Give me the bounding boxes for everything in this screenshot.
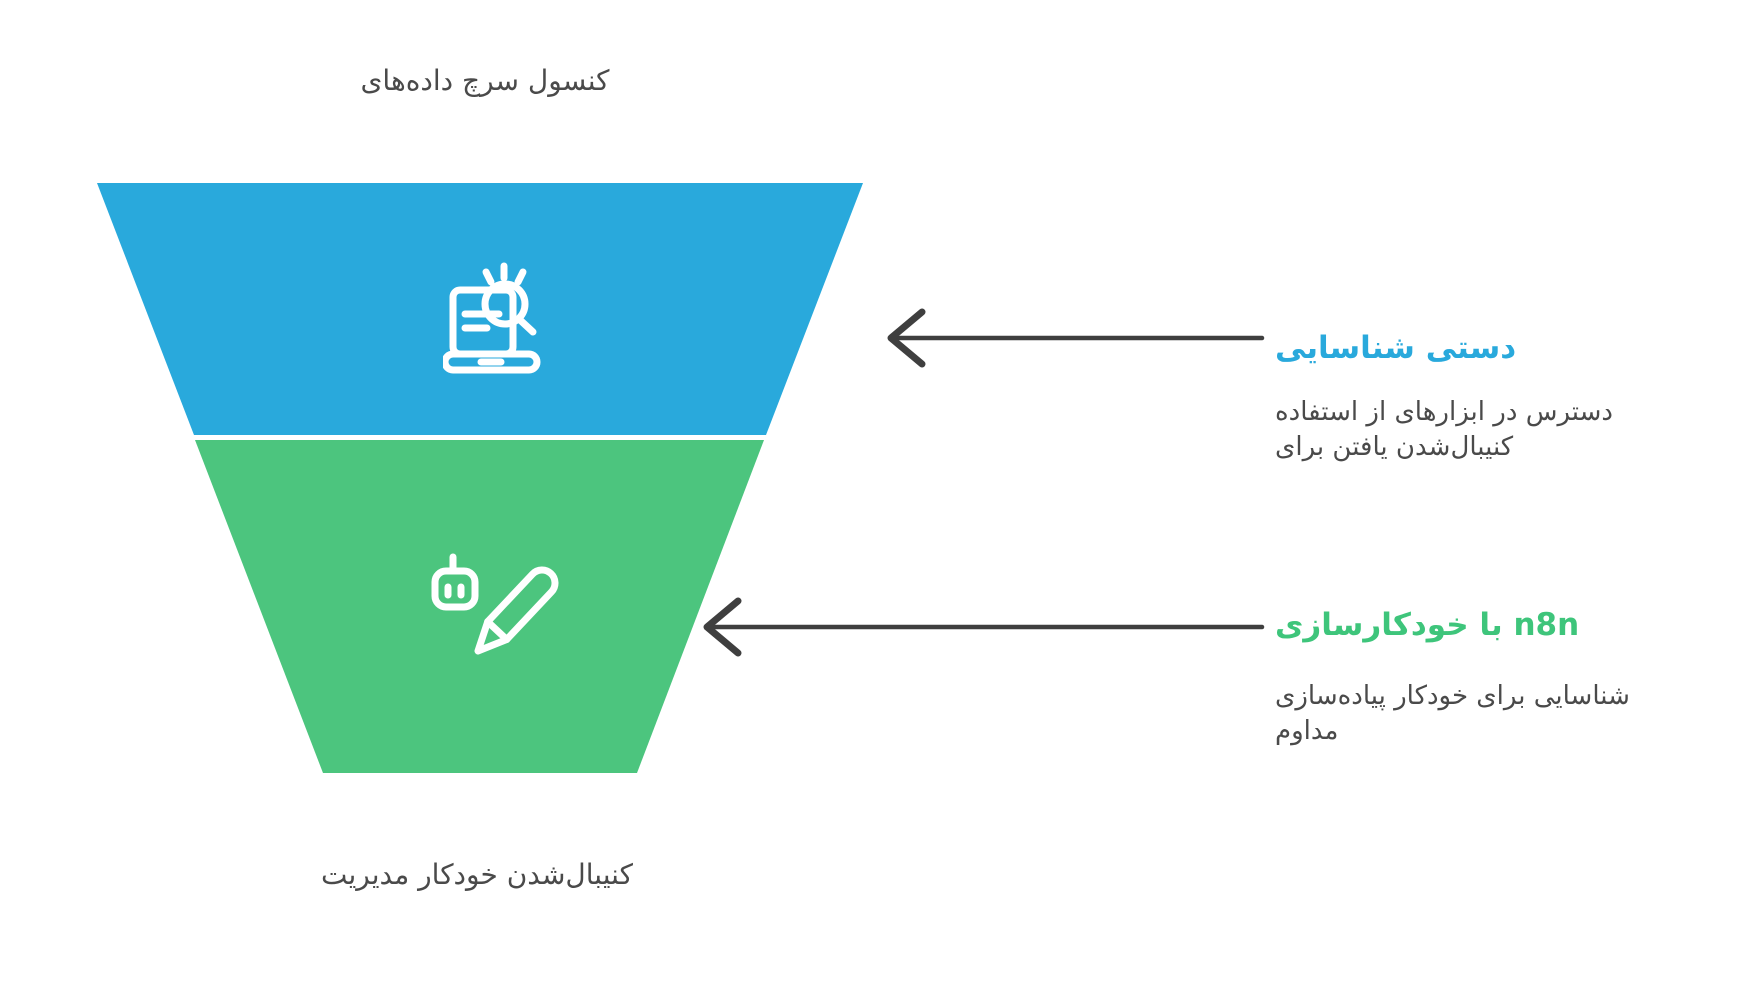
funnel-segment-automated <box>195 440 764 773</box>
automation-callout-arrow <box>703 597 1265 657</box>
funnel-segment-manual <box>97 183 863 435</box>
laptop-search-icon <box>443 262 541 374</box>
robot-pencil-icon <box>431 553 559 655</box>
automation-callout-description: پیاده‌سازی خودکار برای شناسایی مداوم <box>1275 681 1630 746</box>
funnel-top-label: داده‌های سرچ کنسول <box>360 64 610 97</box>
manual-callout-heading: شناسایی دستی <box>1275 330 1517 366</box>
funnel-bottom-label: مدیریت خودکار کنیبال‌شدن <box>321 858 633 891</box>
manual-callout-description: استفاده از ابزارهای در دسترس برای یافتن … <box>1275 397 1613 462</box>
manual-callout-arrow <box>887 308 1265 368</box>
automation-callout: خودکارسازی با n8n پیاده‌سازی خودکار برای… <box>1275 603 1675 749</box>
automation-callout-heading: خودکارسازی با n8n <box>1275 607 1580 643</box>
manual-callout: شناسایی دستی استفاده از ابزارهای در دستر… <box>1275 326 1675 465</box>
